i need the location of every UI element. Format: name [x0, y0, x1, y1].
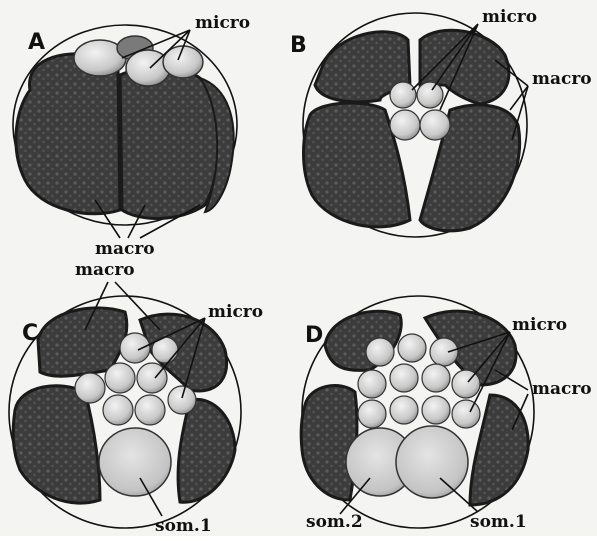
- label-macro: macro: [95, 239, 155, 259]
- label-micro: micro: [482, 7, 537, 27]
- micromere-cell: [120, 333, 150, 363]
- label-macro: macro: [532, 69, 592, 89]
- micromere-cell: [420, 110, 450, 140]
- panel-letter-d: D: [305, 323, 323, 348]
- micromere-cell: [422, 396, 450, 424]
- macromere-cell: [13, 386, 100, 503]
- macromere-cell: [301, 386, 357, 500]
- micromere-cell: [417, 82, 443, 108]
- panel-letter-a: A: [28, 30, 45, 55]
- panel-d: D micro macro som.2 som.1: [301, 296, 591, 532]
- micromere-cell: [452, 400, 480, 428]
- micromere-cell: [422, 364, 450, 392]
- micromere-cell: [137, 363, 167, 393]
- label-micro: micro: [208, 302, 263, 322]
- panel-letter-b: B: [290, 33, 307, 58]
- somatoblast-cell: [396, 426, 468, 498]
- panel-a: A micro macro: [13, 13, 250, 259]
- macromere-cell: [16, 54, 120, 214]
- micromere-cell: [452, 370, 480, 398]
- micromere-cell: [390, 396, 418, 424]
- panel-c: C macro micro som.1: [9, 260, 263, 536]
- panel-letter-c: C: [22, 321, 38, 346]
- micromere-cell: [390, 364, 418, 392]
- label-som-1: som.1: [470, 512, 527, 532]
- micromere-cell: [135, 395, 165, 425]
- label-som-2: som.2: [306, 512, 363, 532]
- macromere-cell: [120, 67, 218, 219]
- label-micro: micro: [195, 13, 250, 33]
- label-micro: micro: [512, 315, 567, 335]
- micromere-cell: [390, 82, 416, 108]
- micromere-cell: [168, 386, 196, 414]
- micromere-cell: [103, 395, 133, 425]
- micromere-cell: [105, 363, 135, 393]
- micromere-cell: [390, 110, 420, 140]
- micromere-cell: [366, 338, 394, 366]
- label-macro: macro: [532, 379, 592, 399]
- micromere-cell: [398, 334, 426, 362]
- panel-b: B micro macro: [290, 7, 592, 237]
- label-macro: macro: [75, 260, 135, 280]
- micromere-cell: [75, 373, 105, 403]
- somatoblast-cell: [99, 428, 171, 496]
- micromere-cell: [358, 400, 386, 428]
- micromere-cell: [430, 338, 458, 366]
- label-som-1: som.1: [155, 516, 212, 536]
- macromere-cell: [178, 399, 235, 502]
- micromere-cell: [358, 370, 386, 398]
